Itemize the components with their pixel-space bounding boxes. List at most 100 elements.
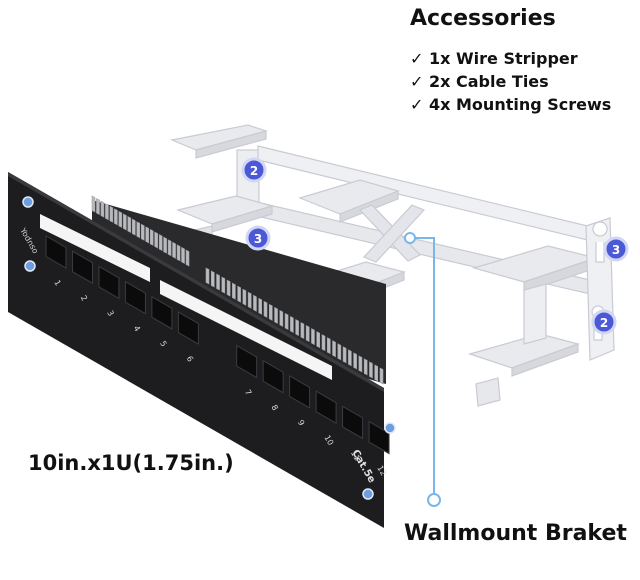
comb-fin <box>258 297 263 315</box>
comb-fin <box>172 241 176 259</box>
comb-fin <box>379 367 384 385</box>
rj45-port <box>262 359 284 394</box>
comb-fin <box>363 358 368 376</box>
comb-fin <box>374 364 379 382</box>
comb-fin <box>295 319 299 337</box>
panel-front-plate <box>8 172 384 528</box>
rj45-port <box>151 295 173 330</box>
leader-line-end-dot <box>427 493 441 507</box>
comb-fin <box>326 337 331 355</box>
port-number: 2 <box>79 294 89 303</box>
port-number: 5 <box>158 339 168 348</box>
comb-fin <box>91 195 96 213</box>
leader-line-start-dot <box>404 232 416 244</box>
comb-fin <box>274 306 278 324</box>
comb-fin <box>185 249 190 267</box>
comb-fin <box>149 228 154 246</box>
comb-fin <box>210 270 215 288</box>
comb-fin <box>237 285 241 303</box>
accessory-item: ✓ 2x Cable Ties <box>410 70 611 93</box>
comb-fin <box>316 331 321 349</box>
comb-fin <box>284 312 289 330</box>
accessory-item-text: 1x Wire Stripper <box>428 49 578 68</box>
comb-fin <box>131 218 136 236</box>
comb-fin <box>253 294 257 312</box>
comb-fin <box>140 223 145 241</box>
accessory-item-text: 2x Cable Ties <box>428 72 549 91</box>
callout-badge: 2 <box>591 309 617 335</box>
comb-fin <box>300 322 305 340</box>
port-number: 4 <box>132 324 142 333</box>
panel-size-label: 10in.x1U(1.75in.) <box>28 451 234 475</box>
accessory-item: ✓ 1x Wire Stripper <box>410 47 611 70</box>
accessories-title: Accessories <box>410 6 556 31</box>
port-number: 10 <box>322 434 335 447</box>
rj45-port <box>45 235 67 269</box>
comb-fin <box>167 239 172 257</box>
comb-fin <box>332 340 336 358</box>
comb-fin <box>342 346 347 364</box>
rj45-port <box>342 405 364 440</box>
rj45-port <box>368 420 390 455</box>
port-label-strip-left <box>40 214 150 282</box>
comb-fin <box>221 276 226 294</box>
rj45-port <box>315 390 337 425</box>
comb-fin <box>369 361 373 379</box>
comb-fin <box>348 349 352 367</box>
comb-fin <box>290 315 294 333</box>
comb-fin <box>127 216 132 234</box>
callout-number: 3 <box>254 232 262 246</box>
punch-down-comb-left <box>91 195 190 267</box>
comb-fin <box>100 200 105 218</box>
comb-fin <box>232 282 236 300</box>
callout-badge: 3 <box>245 225 271 251</box>
port-label-strip-right <box>160 280 332 380</box>
comb-fin <box>279 309 284 327</box>
comb-fin <box>305 325 310 343</box>
check-icon: ✓ <box>410 95 424 114</box>
check-icon: ✓ <box>410 49 424 68</box>
comb-fin <box>268 303 273 321</box>
callout-number: 3 <box>612 243 620 257</box>
comb-fin <box>123 213 127 231</box>
callout-number: 2 <box>250 164 258 178</box>
comb-fin <box>311 328 315 346</box>
comb-fin <box>109 205 114 223</box>
comb-fin <box>154 231 158 249</box>
accessory-item: ✓ 4x Mounting Screws <box>410 93 611 116</box>
comb-fin <box>226 279 231 297</box>
bracket-keyhole-top <box>592 221 608 263</box>
comb-fin <box>263 300 268 318</box>
callout-badge: 3 <box>603 236 629 262</box>
comb-fin <box>247 291 252 309</box>
comb-fin <box>353 352 357 370</box>
accessory-item-text: 4x Mounting Screws <box>428 95 612 114</box>
panel-mounting-hole <box>24 260 36 272</box>
comb-fin <box>321 334 326 352</box>
comb-fin <box>114 208 118 226</box>
callouts: 2 3 3 2 <box>241 157 629 507</box>
comb-fin <box>242 288 247 306</box>
rj45-port <box>124 280 146 315</box>
callout-badge: 2 <box>241 157 267 183</box>
comb-fin <box>136 221 141 239</box>
port-number: 1 <box>52 279 62 288</box>
panel-mounting-hole <box>362 488 374 500</box>
rj45-port <box>98 265 120 300</box>
comb-fin <box>158 234 163 252</box>
rj45-port <box>289 375 311 409</box>
comb-fin <box>216 273 220 291</box>
accessories-list: ✓ 1x Wire Stripper ✓ 2x Cable Ties ✓ 4x … <box>410 47 611 116</box>
port-number: 9 <box>296 418 306 427</box>
bracket-label: Wallmount Braket <box>404 521 627 546</box>
port-number: 3 <box>105 309 115 318</box>
rj45-ports <box>45 235 390 455</box>
punch-down-comb-right <box>205 267 384 385</box>
bracket-leader-line <box>410 237 435 500</box>
rj45-port <box>177 311 199 345</box>
comb-fin <box>337 343 342 361</box>
comb-fin <box>181 246 185 264</box>
